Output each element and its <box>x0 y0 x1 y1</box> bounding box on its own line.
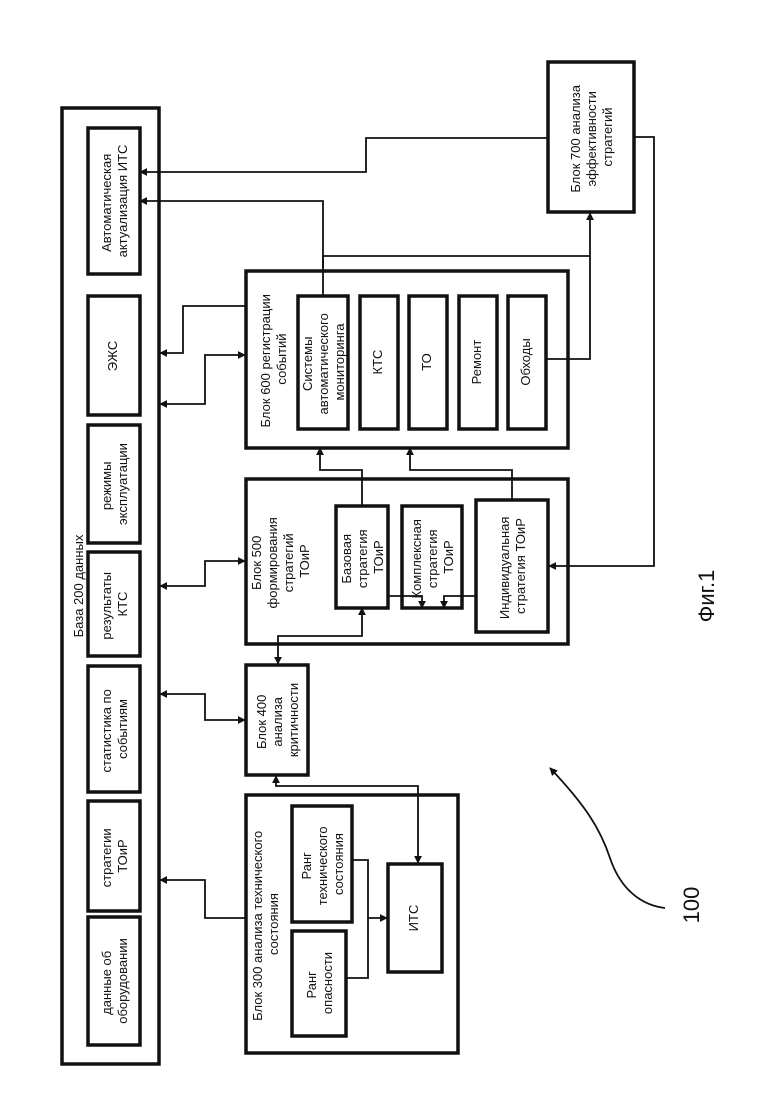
connector-block600-db-upper <box>160 306 245 353</box>
base-strategy: Базовая стратегия ТОиР <box>336 506 388 608</box>
svg-text:данные об оборудован: данные об оборудовании <box>99 938 130 1024</box>
connector-db-block300 <box>160 880 245 918</box>
db-item-event-statistics: статистика по событиям <box>88 666 140 792</box>
connector-block700-its-update <box>140 138 548 172</box>
monitoring-systems: Системы автоматического мониторинга <box>298 296 348 429</box>
db-item-its-auto-update: Автоматическая актуализация ИТС <box>88 128 140 274</box>
block-400-title: Блок 400 анализа критичности <box>254 683 301 757</box>
block-500-strategies: Блок 500 формирования стратегий ТОиР Баз… <box>246 479 568 644</box>
danger-rank: Ранг опасности <box>292 931 346 1036</box>
complex-strategy: Комплексная стратегия ТОиР <box>402 506 462 608</box>
db-item-strategies: стратегии ТОиР <box>88 801 140 911</box>
svg-text:Автоматическая актуа: Автоматическая актуализация ИТС <box>99 145 130 258</box>
svg-text:КТС: КТС <box>370 350 385 375</box>
reference-number: 100 <box>679 887 704 924</box>
svg-text:Индивидуальная страт: Индивидуальная стратегия ТОиР <box>497 513 528 619</box>
svg-text:Обходы: Обходы <box>518 338 533 385</box>
reference-curve <box>550 768 665 908</box>
rounds-box: Обходы <box>508 296 546 429</box>
block-700-efficiency: Блок 700 анализа эффективности стратегий <box>548 62 634 212</box>
db-item-kts-results: результаты КТС <box>88 552 140 656</box>
connector-db-block400 <box>160 694 245 720</box>
individual-strategy: Индивидуальная стратегия ТОиР <box>476 500 548 632</box>
repair-box: Ремонт <box>459 296 497 429</box>
db-item-equipment: данные об оборудовании <box>88 917 140 1045</box>
block-300-technical-condition: Блок 300 анализа технического состояния … <box>246 795 458 1053</box>
block-600-events: Блок 600 регистрации событий Системы авт… <box>246 271 568 448</box>
to-box: ТО <box>409 296 447 429</box>
connector-db-block500 <box>160 561 245 586</box>
database-200: База 200 данных данные об оборудовании с… <box>62 108 159 1064</box>
db-item-ezhs: ЭЖС <box>88 296 140 415</box>
db-item-operation-modes: режимы эксплуатации <box>88 425 140 543</box>
its-box: ИТС <box>388 864 442 972</box>
system-reference: 100 <box>550 768 704 923</box>
figure-label: Фиг.1 <box>694 570 719 623</box>
kts-box: КТС <box>360 296 398 429</box>
technical-condition-rank: Ранг технического состояния <box>292 806 352 922</box>
svg-text:ЭЖС: ЭЖС <box>105 341 120 371</box>
svg-text:Ремонт: Ремонт <box>469 340 484 385</box>
database-title: База 200 данных <box>71 534 86 637</box>
svg-text:ТО: ТО <box>419 353 434 370</box>
connector-block600-block700 <box>323 213 590 268</box>
connector-block600-db-lower <box>160 355 245 404</box>
svg-text:ИТС: ИТС <box>406 905 421 932</box>
block-400-criticality: Блок 400 анализа критичности <box>246 665 308 775</box>
